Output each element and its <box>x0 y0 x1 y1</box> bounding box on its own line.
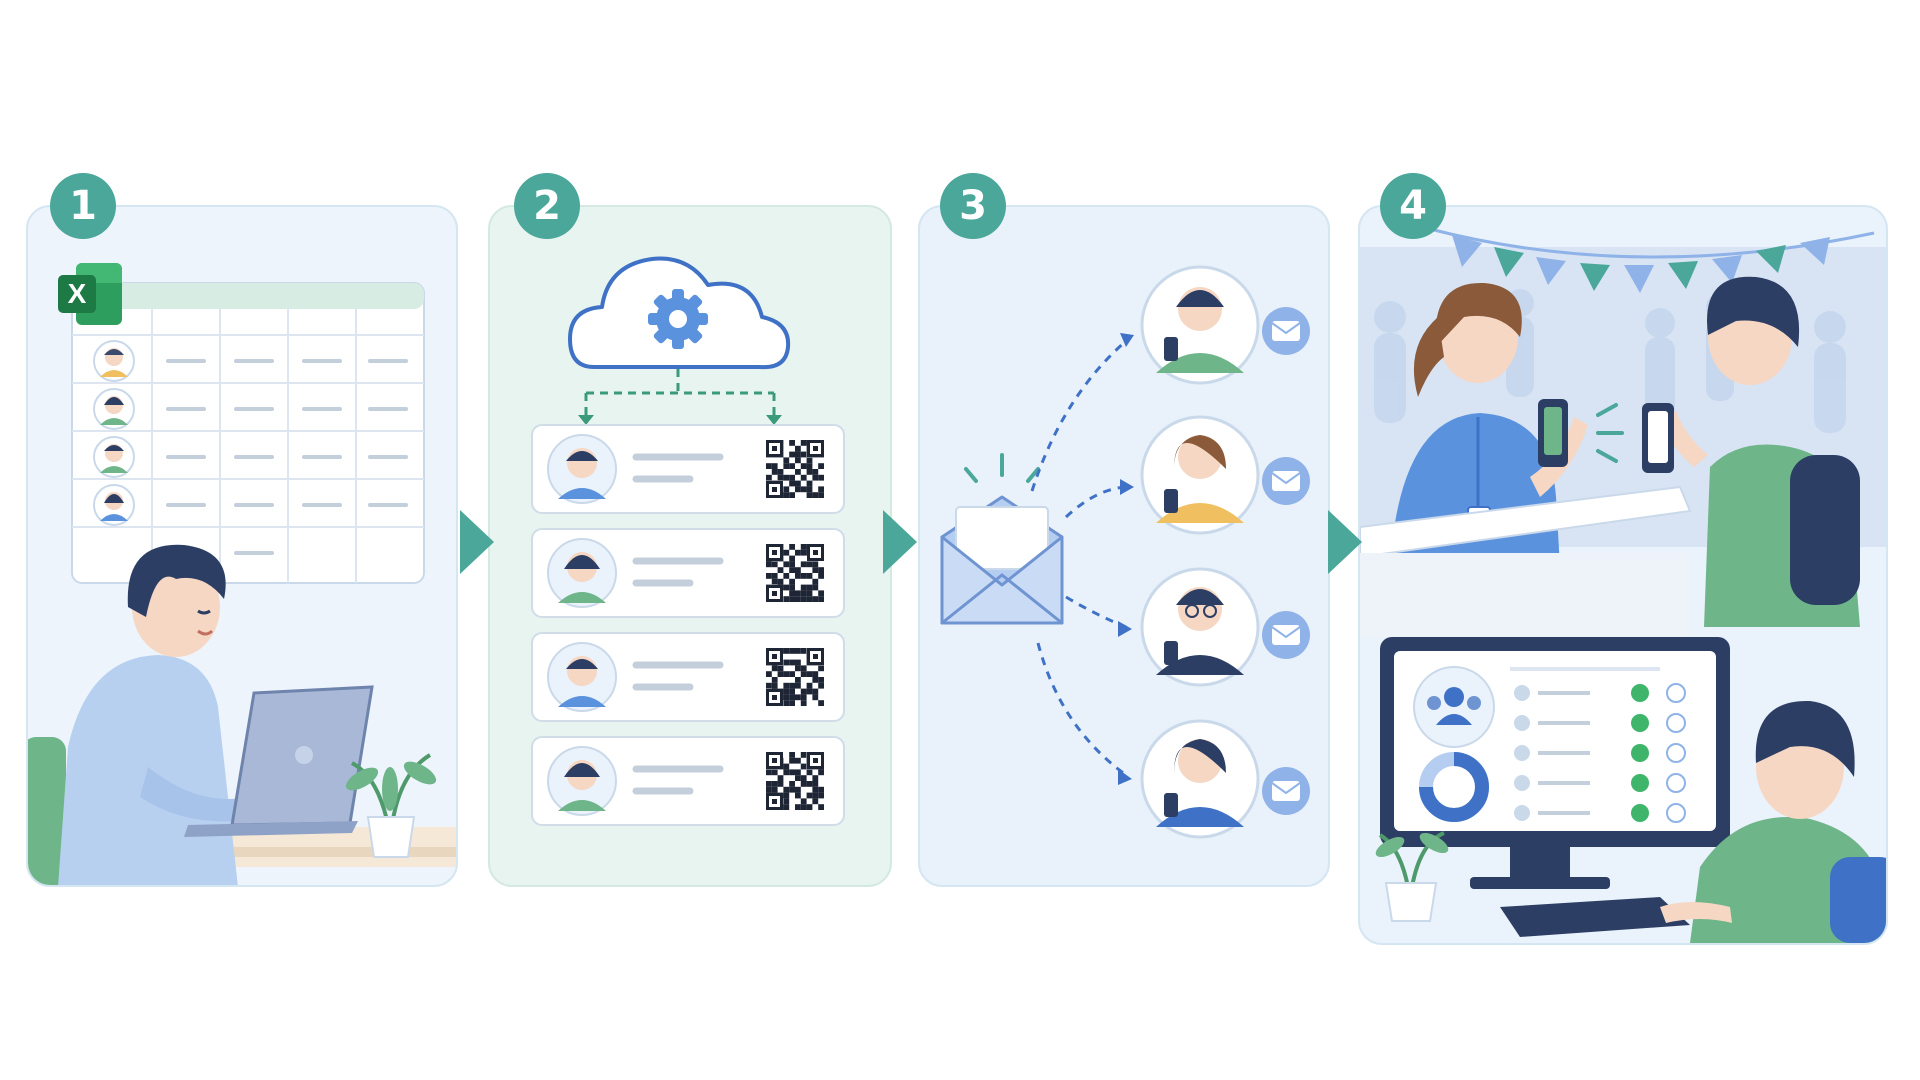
step-2-illustration <box>531 256 845 826</box>
recipient-1 <box>1140 265 1260 385</box>
recipient-3 <box>1140 567 1260 687</box>
spreadsheet-icon <box>71 282 425 584</box>
arrow-1-to-2-icon <box>460 510 494 574</box>
step-4-illustration <box>1360 227 1886 943</box>
attendee-person <box>1642 276 1860 627</box>
dashboard-monitor <box>1380 637 1730 889</box>
step-3-illustration <box>940 265 1310 839</box>
recipient-2 <box>1140 415 1260 535</box>
recipient-4 <box>1140 719 1260 839</box>
step-1-illustration <box>28 282 456 885</box>
qr-code-icon <box>766 440 824 498</box>
step-1-panel: X <box>26 205 458 887</box>
step-2-badge: 2 <box>514 173 580 239</box>
step-3-panel <box>918 205 1330 887</box>
step-4-panel <box>1358 205 1888 945</box>
step-1-badge: 1 <box>50 173 116 239</box>
plant-icon <box>345 753 437 858</box>
checkin-rows <box>1514 683 1686 823</box>
donut-chart-icon <box>1419 752 1489 822</box>
arrow-3-to-4-icon <box>1328 510 1362 574</box>
arrow-2-to-3-icon <box>883 510 917 574</box>
envelope-icon <box>940 453 1064 625</box>
excel-logo: X <box>58 263 122 325</box>
operator-person <box>1660 700 1886 943</box>
step-4-badge: 4 <box>1380 173 1446 239</box>
keyboard-icon <box>1500 897 1690 937</box>
laptop-icon <box>184 685 374 837</box>
step-3-badge: 3 <box>940 173 1006 239</box>
step-2-panel <box>488 205 892 887</box>
users-icon <box>1427 687 1481 725</box>
chair <box>28 737 66 885</box>
mail-badge-icon <box>1262 307 1310 815</box>
plant-icon <box>1375 831 1449 922</box>
gear-icon <box>648 289 708 349</box>
qr-code-icon <box>766 544 824 602</box>
qr-code-icon <box>766 648 824 706</box>
qr-code-icon <box>766 752 824 810</box>
bunting-icon <box>1452 235 1830 293</box>
excel-logo-letter: X <box>58 275 96 313</box>
